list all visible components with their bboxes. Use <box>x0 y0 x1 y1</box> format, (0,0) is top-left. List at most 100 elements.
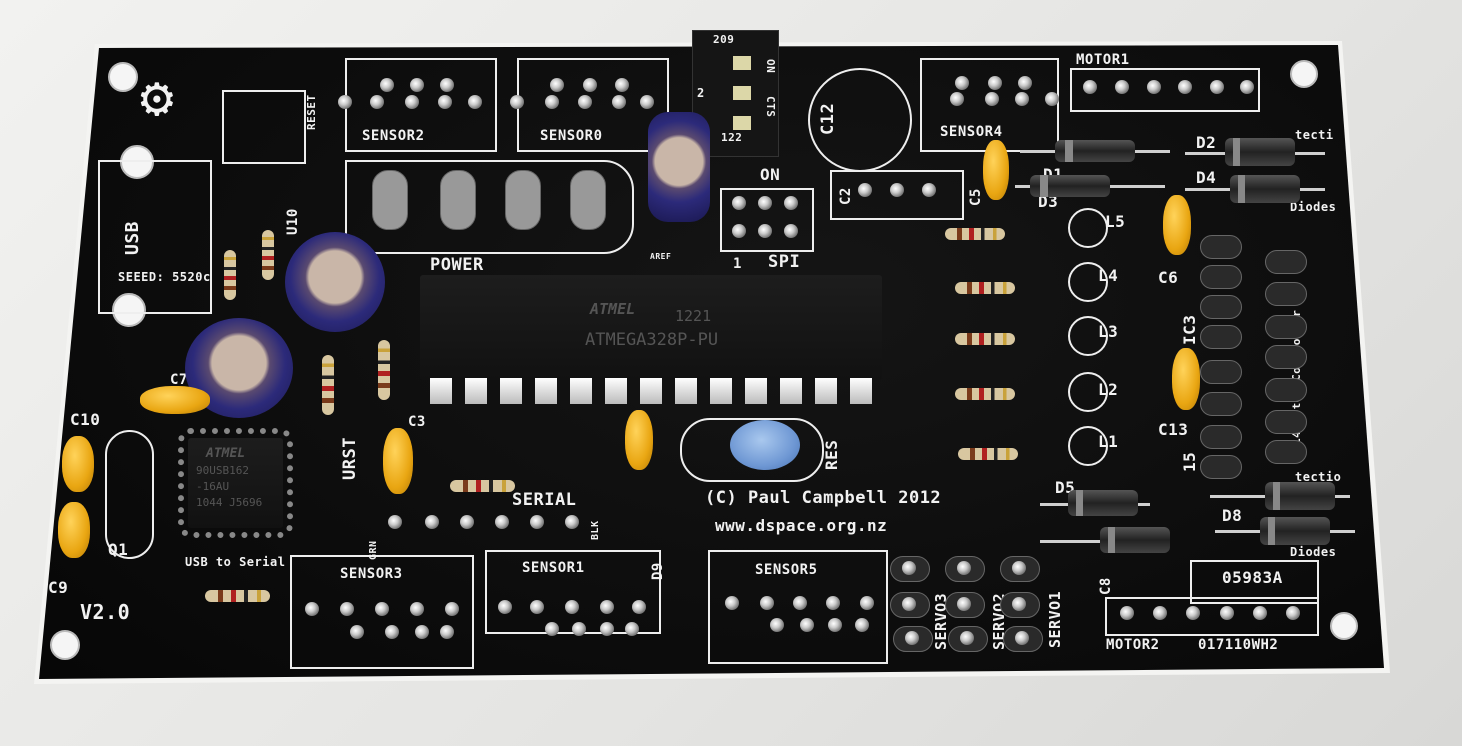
motor1-outline <box>1070 68 1260 112</box>
dip-bottom-label: 122 <box>721 131 743 144</box>
d4-label: D4 <box>1196 168 1217 187</box>
mounting-hole <box>108 62 138 92</box>
mcu-brand: ATMEL <box>590 300 636 318</box>
ceramic-capacitor <box>1163 195 1191 255</box>
grn-label: GRN <box>368 540 379 560</box>
dip-side-label: 2 <box>697 86 705 100</box>
usb-chip-brand: ATMEL <box>206 446 246 461</box>
usb-to-serial-label: USB to Serial <box>185 555 286 569</box>
diode <box>1225 138 1295 166</box>
usb-serial-chip: ATMEL 90USB162 -16AU 1044 J5696 <box>178 428 293 538</box>
dip-switch-toggle[interactable] <box>733 86 751 100</box>
q1-label: Q1 <box>108 540 129 559</box>
sensor1-label: SENSOR1 <box>522 560 585 576</box>
usb-outline <box>98 160 212 314</box>
led-footprint-l3 <box>1068 316 1108 356</box>
pin15-label: 15 <box>1180 451 1199 472</box>
diode-lead <box>1040 540 1150 543</box>
diode <box>1055 140 1135 162</box>
led-footprint-l2 <box>1068 372 1108 412</box>
c8-label: C8 <box>1098 577 1114 595</box>
diodes-label-2: Diodes <box>1290 545 1337 559</box>
dip-top-label: 209 <box>713 33 735 46</box>
resistor <box>378 340 390 400</box>
c13-label: C13 <box>1158 420 1189 439</box>
dip-switch-toggle[interactable] <box>733 116 751 130</box>
diode <box>1230 175 1300 203</box>
part-code-label: 05983A <box>1222 568 1283 587</box>
sensor2-label: SENSOR2 <box>362 128 425 144</box>
resistor <box>224 250 236 300</box>
motor2-outline <box>1105 597 1319 636</box>
power-label: POWER <box>430 255 484 275</box>
mounting-hole <box>120 145 154 179</box>
motor1-label: MOTOR1 <box>1076 52 1130 68</box>
crystal-outline <box>105 430 154 559</box>
usb-chip-lot: 1044 J5696 <box>196 496 263 509</box>
sensor5-outline <box>708 550 888 664</box>
protection-label-2: tectio <box>1295 470 1342 484</box>
blk-label: BLK <box>590 520 601 540</box>
ceramic-capacitor <box>1172 348 1200 410</box>
ceramic-capacitor <box>383 428 413 494</box>
d8-label: D8 <box>1222 506 1243 525</box>
diode <box>1260 517 1330 545</box>
servo1-label: SERVO1 <box>1046 590 1064 648</box>
mounting-hole <box>112 293 146 327</box>
ceramic-capacitor <box>140 386 210 414</box>
electrolytic-capacitor <box>648 112 710 222</box>
usb-chip-part: 90USB162 <box>196 464 249 477</box>
mounting-hole <box>1290 60 1318 88</box>
diode <box>1030 175 1110 197</box>
version-label: V2.0 <box>80 600 131 624</box>
resistor <box>955 333 1015 345</box>
diodes-label-1: Diodes <box>1290 200 1337 214</box>
on-label: ON <box>760 165 781 184</box>
copyright-text: (C) Paul Campbell 2012 <box>705 488 942 508</box>
ic3-label: IC3 <box>1180 314 1199 345</box>
gear-icon: ⚙ <box>140 65 175 130</box>
c6-label: C6 <box>1158 268 1179 287</box>
res-label: RES <box>822 439 841 470</box>
c3-label: C3 <box>408 414 426 430</box>
resistor <box>958 448 1018 460</box>
c9-label: C9 <box>48 578 69 597</box>
website-text: www.dspace.org.nz <box>715 516 888 535</box>
u10-label: U10 <box>285 208 301 235</box>
sensor3-label: SENSOR3 <box>340 566 403 582</box>
sensor3-outline <box>290 555 474 669</box>
sensor4-label: SENSOR4 <box>940 124 1003 140</box>
aref-label: AREF <box>650 252 672 261</box>
mounting-hole <box>50 630 80 660</box>
d2-label: D2 <box>1196 133 1217 152</box>
diode <box>1265 482 1335 510</box>
c2-label: C2 <box>838 187 854 205</box>
serial-label: SERIAL <box>512 490 577 510</box>
c10-label: C10 <box>70 410 101 429</box>
c2-outline <box>830 170 964 220</box>
reset-label: RESET <box>305 94 318 130</box>
reset-button[interactable] <box>730 420 800 470</box>
electrolytic-capacitor <box>285 232 385 332</box>
protection-label-1: tecti <box>1295 128 1334 142</box>
diode <box>1068 490 1138 516</box>
dip-switch-toggle[interactable] <box>733 56 751 70</box>
led-footprint-l4 <box>1068 262 1108 302</box>
mounting-hole <box>1330 612 1358 640</box>
urst-label: URST <box>340 437 360 480</box>
l5-label: L5 <box>1105 212 1126 231</box>
led-footprint-l1 <box>1068 426 1108 466</box>
led-footprint-l5 <box>1068 208 1108 248</box>
resistor <box>955 282 1015 294</box>
sensor0-label: SENSOR0 <box>540 128 603 144</box>
power-outline <box>345 160 634 254</box>
atmega328-chip: ATMEL 1221 ATMEGA328P-PU <box>420 275 882 380</box>
motor2-code-label: 017110WH2 <box>1198 637 1279 653</box>
resistor <box>450 480 515 492</box>
spi-outline <box>720 188 814 252</box>
sensor5-label: SENSOR5 <box>755 562 818 578</box>
spi-label: SPI <box>768 252 801 272</box>
part-code-outline <box>1190 560 1319 604</box>
diode <box>1100 527 1170 553</box>
c7-label: C7 <box>170 372 188 388</box>
